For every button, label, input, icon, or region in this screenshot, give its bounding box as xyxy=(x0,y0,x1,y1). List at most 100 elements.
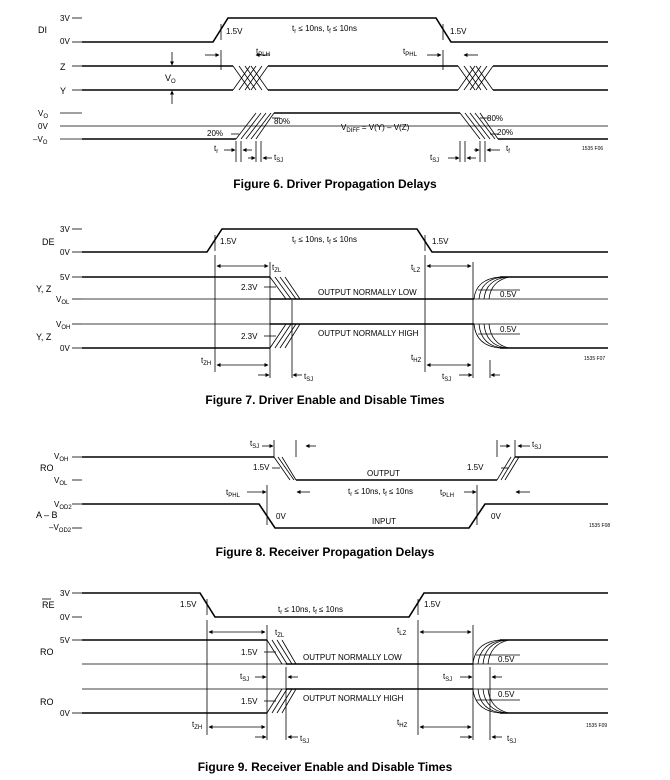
di-label: DI xyxy=(38,25,47,35)
yz2-voh-label: VOH xyxy=(56,320,70,331)
re-1v5-right: 1.5V xyxy=(424,600,441,609)
ro2-waveform xyxy=(82,688,608,714)
fig9-ro1-label: RO xyxy=(40,647,54,657)
pct20-right: 20% xyxy=(497,128,513,137)
yz1-fall-edges xyxy=(269,276,301,300)
figure-6-driver-propagation-delays: DI 3V 0V 1.5V 1.5V tr ≤ 10ns, tf ≤ 10ns … xyxy=(33,14,608,191)
yz2-2v3-label: 2.3V xyxy=(241,332,258,341)
fig8-tphl-label: tPHL xyxy=(226,488,241,499)
neg-vod2-label: –VOD2 xyxy=(49,523,72,534)
out-normally-low: OUTPUT NORMALLY LOW xyxy=(318,288,417,297)
yz1-waveform xyxy=(82,276,608,300)
fig8-ref: 1535 F08 xyxy=(589,523,610,529)
yz1-rise-curves xyxy=(473,276,510,300)
re-label: RE xyxy=(42,600,55,610)
ro2-0v-label: 0V xyxy=(60,709,70,718)
vdiff-waveform xyxy=(82,112,608,140)
fig8-ro-label: RO xyxy=(40,463,54,473)
fig8-1v5-left: 1.5V xyxy=(253,463,270,472)
fig9-ro2-label: RO xyxy=(40,697,54,707)
yz2-waveform xyxy=(82,323,608,349)
de-rise-fall-spec: tr ≤ 10ns, tf ≤ 10ns xyxy=(292,235,357,246)
fig8-input-label: INPUT xyxy=(372,517,396,526)
ro1-5v-label: 5V xyxy=(60,636,70,645)
di-3v-label: 3V xyxy=(60,14,70,23)
tf-right: tf xyxy=(506,144,510,155)
ro2-fall-curves xyxy=(472,688,510,714)
fig9-tsj-b: tSJ xyxy=(443,672,452,683)
re-3v-label: 3V xyxy=(60,589,70,598)
fig9-tsj-c: tSJ xyxy=(300,734,309,745)
re-rise-fall-spec: tr ≤ 10ns, tf ≤ 10ns xyxy=(278,605,343,616)
ab-waveform xyxy=(82,503,608,529)
ro-voh-label: VOH xyxy=(54,452,68,463)
ab-label: A – B xyxy=(36,510,58,520)
fig7-tsj-left: tSJ xyxy=(304,372,313,383)
fig7-caption: Figure 7. Driver Enable and Disable Time… xyxy=(205,393,445,407)
ro1-1v5-label: 1.5V xyxy=(241,648,258,657)
de-waveform xyxy=(82,228,608,253)
de-1v5-left: 1.5V xyxy=(220,237,237,246)
tphl-label: tPHL xyxy=(403,47,418,58)
figure-8-receiver-propagation-delays: tSJ tSJ VOH RO VOL 1.5V 1.5V OUTPUT tr ≤… xyxy=(36,439,610,559)
fig9-out-low: OUTPUT NORMALLY LOW xyxy=(303,653,402,662)
z-y-crossing-right xyxy=(457,65,494,91)
fig9-tsj-d: tSJ xyxy=(507,734,516,745)
tsj-right: tSJ xyxy=(430,153,439,164)
ro1-rise-curves xyxy=(472,639,510,665)
pct20-left: 20% xyxy=(207,129,223,138)
fig9-tzl-label: tZL xyxy=(275,628,285,639)
de-3v-label: 3V xyxy=(60,225,70,234)
ro1-waveform xyxy=(82,639,608,665)
re-1v5-left: 1.5V xyxy=(180,600,197,609)
pct80-left: 80% xyxy=(274,117,290,126)
tzh-label: tZH xyxy=(201,356,211,367)
fig8-output-label: OUTPUT xyxy=(367,469,400,478)
thz-label: tHZ xyxy=(411,353,422,364)
fig8-caption: Figure 8. Receiver Propagation Delays xyxy=(216,545,435,559)
fig7-ref: 1535 F07 xyxy=(584,356,605,362)
di-0v-label: 0V xyxy=(60,37,70,46)
tplh-label: tPLH xyxy=(256,47,270,58)
fig8-tsj-right: tSJ xyxy=(532,440,541,451)
yz1-label: Y, Z xyxy=(36,284,52,294)
ro-vol-label: VOL xyxy=(54,476,68,487)
ro-waveform xyxy=(82,456,608,481)
ro2-0v5-label: 0.5V xyxy=(498,690,515,699)
yz2-0v-label: 0V xyxy=(60,344,70,353)
ro1-0v5-label: 0.5V xyxy=(498,655,515,664)
yz2-label: Y, Z xyxy=(36,332,52,342)
fig8-tplh-label: tPLH xyxy=(440,488,454,499)
vo-label: VO xyxy=(165,73,176,85)
fig9-thz-label: tHZ xyxy=(397,718,408,729)
di-1v5-left: 1.5V xyxy=(226,27,243,36)
fig9-tlz-label: tLZ xyxy=(397,626,407,637)
fig9-out-high: OUTPUT NORMALLY HIGH xyxy=(303,694,404,703)
yz1-0v5-label: 0.5V xyxy=(500,290,517,299)
figure-9-receiver-enable-disable: RE 3V 0V 1.5V 1.5V tr ≤ 10ns, tf ≤ 10ns … xyxy=(40,589,608,774)
z-y-waveform xyxy=(82,65,608,91)
yz2-fall-curves xyxy=(473,323,510,349)
figure-7-driver-enable-disable: DE 3V 0V 1.5V 1.5V tr ≤ 10ns, tf ≤ 10ns … xyxy=(36,225,608,407)
fig8-0v-right: 0V xyxy=(491,512,501,521)
ro2-1v5-label: 1.5V xyxy=(241,697,258,706)
di-rise-fall-spec: tr ≤ 10ns, tf ≤ 10ns xyxy=(292,24,357,35)
tsj-left: tSJ xyxy=(274,153,283,164)
fig8-rise-fall-spec: tr ≤ 10ns, tf ≤ 10ns xyxy=(348,487,413,498)
z-label: Z xyxy=(60,62,66,72)
tzl-label: tZL xyxy=(272,263,282,274)
fig7-tsj-right: tSJ xyxy=(442,372,451,383)
fig8-tsj-left: tSJ xyxy=(250,439,259,450)
tlz-label: tLZ xyxy=(411,263,421,274)
fig8-1v5-right: 1.5V xyxy=(467,463,484,472)
fig8-0v-left: 0V xyxy=(276,512,286,521)
de-label: DE xyxy=(42,237,55,247)
fig9-caption: Figure 9. Receiver Enable and Disable Ti… xyxy=(198,760,453,774)
di-waveform xyxy=(82,17,608,43)
vo-pos-label: VO xyxy=(38,109,48,120)
vod2-label: VOD2 xyxy=(54,500,72,511)
vdiff-equation: VDIFF = V(Y) – V(Z) xyxy=(341,123,410,134)
yz2-0v5-label: 0.5V xyxy=(500,325,517,334)
re-0v-label: 0V xyxy=(60,613,70,622)
